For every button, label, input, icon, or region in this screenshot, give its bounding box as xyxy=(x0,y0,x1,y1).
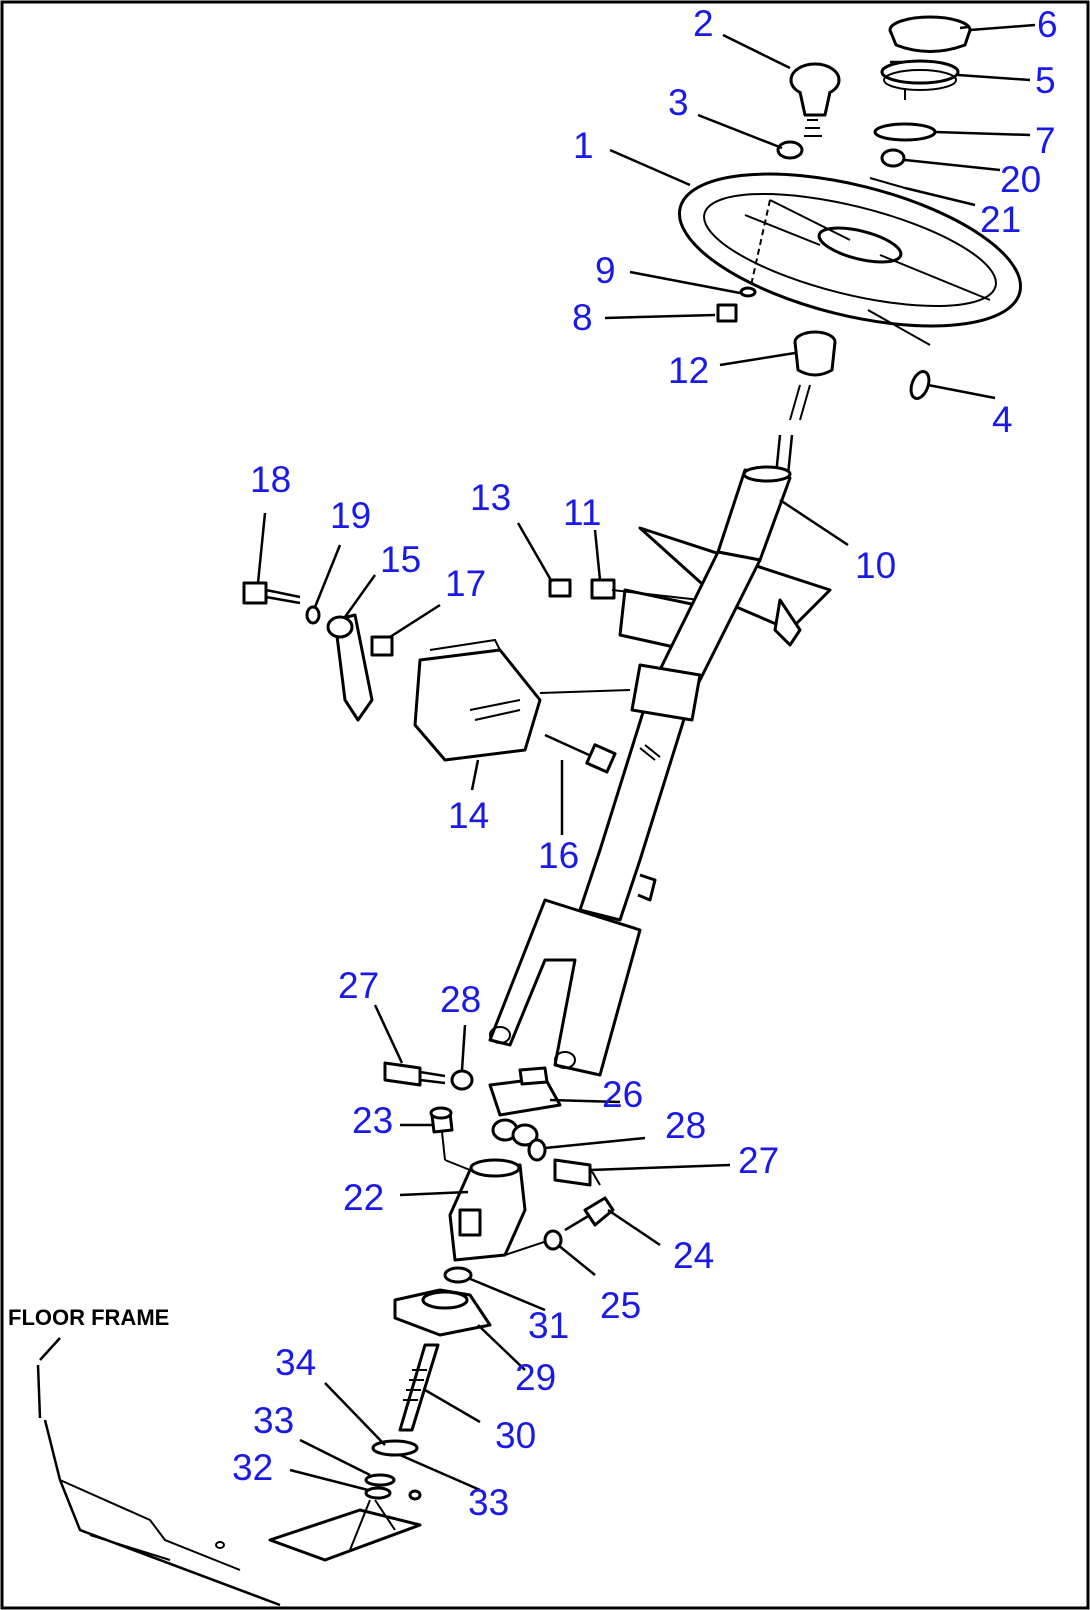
bolt-18 xyxy=(242,581,268,605)
floor-plate xyxy=(268,1508,422,1562)
horn-ring xyxy=(873,122,937,142)
callout-labels: 2 6 5 3 7 1 20 21 9 8 12 4 18 13 11 19 1… xyxy=(8,3,1058,1523)
seal-34 xyxy=(371,1439,419,1457)
callout-20: 20 xyxy=(1000,159,1041,200)
washer-33 xyxy=(364,1473,396,1487)
steering-hub xyxy=(817,226,903,264)
washer-32 xyxy=(364,1486,392,1500)
callout-16: 16 xyxy=(538,835,579,876)
callout-21: 21 xyxy=(980,199,1021,240)
nut-20 xyxy=(880,148,906,168)
callout-1: 1 xyxy=(573,125,594,166)
washer-31 xyxy=(443,1266,473,1284)
washer-28-left xyxy=(450,1069,474,1091)
callout-15: 15 xyxy=(380,539,421,580)
callout-34: 34 xyxy=(275,1342,316,1383)
nut-17 xyxy=(370,635,394,657)
bolt-16 xyxy=(585,743,617,774)
callout-19: 19 xyxy=(330,495,371,536)
callout-33-right: 33 xyxy=(468,1482,509,1523)
steering-column xyxy=(578,550,762,922)
callout-7: 7 xyxy=(1035,120,1056,161)
callout-10: 10 xyxy=(855,545,896,586)
nut-25 xyxy=(543,1229,563,1251)
steering-wheel-inner xyxy=(703,192,997,308)
callout-25: 25 xyxy=(600,1285,641,1326)
callout-23: 23 xyxy=(352,1100,393,1141)
bolt-27-left xyxy=(383,1061,422,1087)
leader-lines xyxy=(256,23,1036,1492)
nut-11 xyxy=(590,578,616,600)
callout-28-top: 28 xyxy=(440,979,481,1020)
callout-32: 32 xyxy=(232,1447,273,1488)
callout-14: 14 xyxy=(448,795,489,836)
callout-13: 13 xyxy=(470,477,511,518)
bolt-27-right xyxy=(553,1158,592,1187)
lower-bracket xyxy=(488,898,642,1077)
column-tube xyxy=(716,468,792,562)
callout-29: 29 xyxy=(515,1357,556,1398)
callout-18: 18 xyxy=(250,459,291,500)
spinner-knob xyxy=(789,62,841,98)
callout-5: 5 xyxy=(1035,60,1056,101)
callout-9: 9 xyxy=(595,250,616,291)
callout-11: 11 xyxy=(563,492,601,533)
washer-3 xyxy=(776,140,804,160)
callout-28-right: 28 xyxy=(665,1105,706,1146)
callout-3: 3 xyxy=(668,82,689,123)
horn-contact xyxy=(880,59,960,85)
shaft-30 xyxy=(398,1343,440,1432)
callout-2: 2 xyxy=(693,3,714,44)
nut-13 xyxy=(548,578,572,598)
parts-drawing xyxy=(36,15,1023,1607)
bolt-4 xyxy=(909,370,931,400)
callout-8: 8 xyxy=(572,297,593,338)
callout-30: 30 xyxy=(495,1415,536,1456)
lever-15 xyxy=(333,613,374,722)
switch-box xyxy=(413,648,542,762)
callout-12: 12 xyxy=(668,350,709,391)
floor-frame-outline xyxy=(43,1419,281,1607)
callout-27-top: 27 xyxy=(338,965,379,1006)
washer-19 xyxy=(305,605,321,625)
nut-8 xyxy=(716,303,738,323)
callout-27-right: 27 xyxy=(738,1140,779,1181)
floor-frame-label: FLOOR FRAME xyxy=(8,1305,169,1330)
callout-6: 6 xyxy=(1037,4,1058,45)
callout-33-left: 33 xyxy=(253,1400,294,1441)
callout-22: 22 xyxy=(343,1177,384,1218)
bolt-24 xyxy=(583,1196,615,1227)
callout-24: 24 xyxy=(673,1235,714,1276)
washer-28-right xyxy=(527,1138,547,1162)
callout-17: 17 xyxy=(445,563,486,604)
callout-26: 26 xyxy=(602,1074,643,1115)
callout-4: 4 xyxy=(992,399,1013,440)
callout-31: 31 xyxy=(528,1305,569,1346)
